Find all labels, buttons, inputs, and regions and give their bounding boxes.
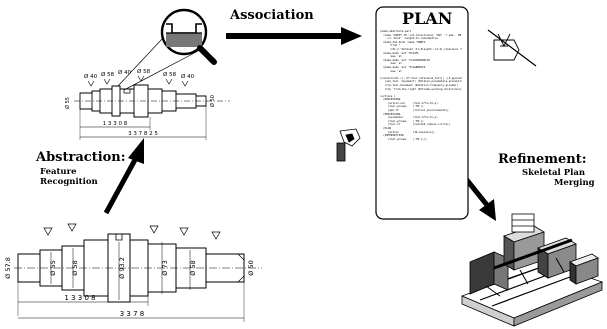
merging-label: Merging: [554, 178, 595, 188]
plan-title: PLAN: [402, 9, 453, 28]
crossed-tool-icon: [487, 29, 537, 67]
small-right-dimension: Ø 50: [209, 95, 216, 107]
large-diameter-4: Ø 73: [161, 260, 169, 275]
small-diameter-1: Ø 40: [84, 73, 98, 80]
small-left-dimension: Ø 55: [64, 97, 71, 109]
feature-label: Feature: [40, 167, 77, 177]
skeletal-plan-label: Skeletal Plan: [522, 168, 586, 178]
cutting-tool-insert: [336, 128, 361, 162]
small-diameter-4: Ø 58: [137, 68, 151, 75]
lathe-machine-illustration: [460, 213, 604, 327]
plan-code-listing: (make-abstracts-part :name "CREST_TH :cu…: [380, 30, 462, 141]
large-diameter-1: Ø 55: [49, 260, 57, 275]
small-diameter-5: Ø 58: [163, 71, 177, 78]
large-diameter-2: Ø 58: [71, 260, 79, 275]
recognition-label: Recognition: [40, 177, 98, 187]
large-diameter-3: Ø 93.2: [118, 257, 126, 279]
abstraction-arrow: [103, 138, 144, 215]
large-length-2: 3 3 7 8: [120, 310, 145, 318]
small-shaft-dimension-labels: Ø 40 Ø 58 Ø 40 Ø 58 Ø 58 Ø 40 Ø 55 Ø 50 …: [64, 68, 216, 137]
small-length-1: 1 3 3 0 8: [103, 121, 128, 127]
large-shaft-drawing: [14, 223, 262, 322]
magnifier-icon: [117, 8, 217, 91]
abstraction-label: Abstraction:: [36, 150, 126, 165]
large-diameter-5: Ø 58: [189, 260, 197, 275]
plan-document: [375, 6, 469, 220]
large-right-dimension: Ø 50: [247, 260, 255, 275]
small-shaft-drawing: [74, 75, 230, 140]
large-length-1: 1 3 3 0 8: [64, 294, 95, 302]
association-label: Association: [230, 8, 314, 23]
large-left-dimension: Ø 57.8: [4, 257, 12, 279]
small-diameter-2: Ø 58: [101, 71, 115, 78]
large-shaft-dimension-labels: Ø 57.8 Ø 55 Ø 58 Ø 93.2 Ø 73 Ø 58 Ø 50 1…: [4, 257, 255, 318]
association-arrow: [226, 27, 362, 45]
small-diameter-3: Ø 40: [118, 69, 132, 76]
small-diameter-6: Ø 40: [181, 73, 195, 80]
small-length-2: 3 3 7 8 2 5: [128, 131, 158, 137]
refinement-label: Refinement:: [498, 152, 587, 167]
